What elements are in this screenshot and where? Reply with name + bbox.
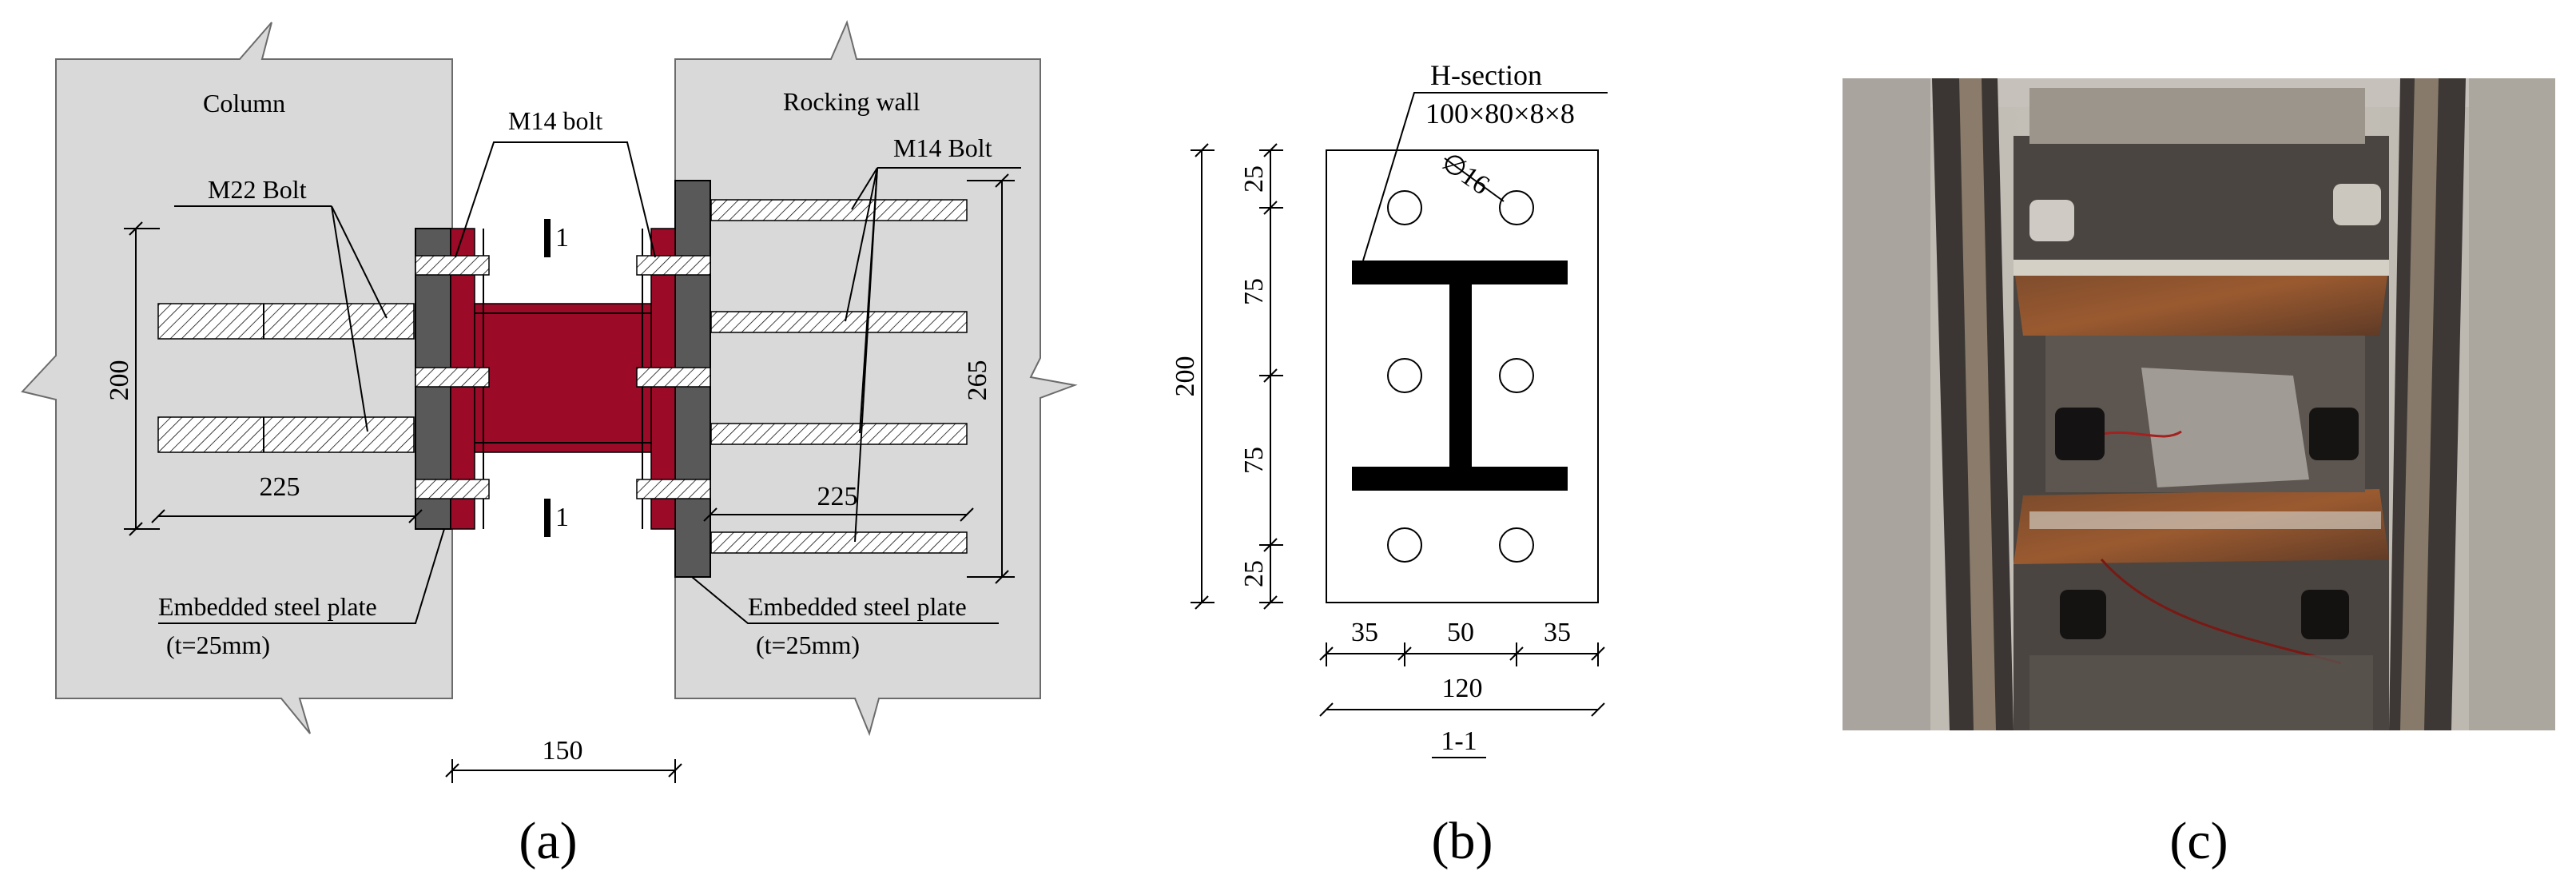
section-title: 1-1 <box>1441 726 1477 756</box>
h-section-web <box>474 303 652 453</box>
column-label: Column <box>203 89 285 117</box>
caption-c: (c) <box>2169 812 2228 870</box>
dim-150-text: 150 <box>543 736 583 766</box>
dim-200-left <box>124 221 160 536</box>
bolt-hole <box>1499 527 1534 563</box>
m14-bolts-end-plate-right <box>636 255 711 499</box>
m22-bolt-label: M22 Bolt <box>208 175 307 204</box>
hole-label-leader <box>1444 157 1505 202</box>
section-mark-bottom: 1 <box>555 503 569 532</box>
dim-225-right-text: 225 <box>817 482 858 511</box>
rocking-wall-label: Rocking wall <box>783 87 920 116</box>
caption-a: (a) <box>519 812 577 870</box>
section-mark-top: 1 <box>555 223 569 253</box>
dim-left-segments <box>1259 143 1283 610</box>
dim-bottom-segments <box>1319 642 1605 666</box>
dim-225-left-text: 225 <box>260 472 300 502</box>
thickness-right-label: (t=25mm) <box>756 630 860 659</box>
embedded-plate-right-leader <box>691 576 999 624</box>
bolt-hole <box>1387 527 1422 563</box>
embedded-plate-right-label: Embedded steel plate <box>748 592 967 621</box>
bolt-hole <box>1387 190 1422 225</box>
dim-25-top: 25 <box>1239 165 1269 193</box>
dim-150 <box>445 759 682 783</box>
caption-b: (b) <box>1432 812 1493 870</box>
dim-225-left <box>151 509 423 523</box>
dim-75-bottom: 75 <box>1239 447 1269 474</box>
dim-35-left: 35 <box>1351 618 1378 647</box>
h-section-label: H-section <box>1430 59 1542 91</box>
rocking-wall-block <box>674 19 1078 737</box>
dim-25-bottom: 25 <box>1239 560 1269 587</box>
bolt-hole <box>1499 190 1534 225</box>
dim-75-top: 75 <box>1239 278 1269 305</box>
dim-120: 120 <box>1442 674 1483 703</box>
m22-bolt-lower <box>157 416 415 453</box>
h-web <box>1449 284 1472 467</box>
dim-50: 50 <box>1447 618 1474 647</box>
bolt-hole <box>1499 358 1534 393</box>
m14-bolt-right-2 <box>710 311 968 333</box>
m14-bolt-label: M14 bolt <box>508 106 602 135</box>
m14-bolt-right-label: M14 Bolt <box>893 133 992 162</box>
panel-c-photo <box>1843 78 2555 730</box>
h-section-size: 100×80×8×8 <box>1425 97 1575 129</box>
column-block <box>21 22 453 734</box>
h-flange-top <box>1352 261 1568 284</box>
thickness-left-label: (t=25mm) <box>166 630 270 659</box>
m14-bolts-end-plate-left <box>415 255 490 499</box>
dim-35-right: 35 <box>1544 618 1571 647</box>
m14-bolt-right-1 <box>710 199 968 221</box>
h-flange-bottom <box>1352 467 1568 491</box>
embedded-plate-left-label: Embedded steel plate <box>158 592 377 621</box>
panel-a: 1 1 Column Rocking wall M14 bolt M22 Bol… <box>21 19 1078 783</box>
dim-bottom-total <box>1319 702 1605 717</box>
dim-200-b: 200 <box>1171 356 1200 397</box>
m14-bolt-right-3 <box>710 423 968 445</box>
dim-225-right <box>703 507 974 522</box>
section-mark-top-bar <box>544 219 551 257</box>
m14-bolt-leader <box>455 141 656 258</box>
m22-bolt-upper <box>157 303 415 340</box>
dim-200-left-text: 200 <box>105 360 134 401</box>
dim-265 <box>967 173 1015 584</box>
h-section-leader <box>1362 92 1608 261</box>
dim-265-text: 265 <box>963 360 992 401</box>
embedded-plate-left-leader <box>158 528 445 624</box>
dim-left-total <box>1191 143 1214 610</box>
m14-bolt-right-4 <box>710 531 968 554</box>
bolt-holes <box>1387 190 1534 563</box>
panel-b: ∅16 H-section 100×80×8×8 25 75 <box>1171 59 1608 758</box>
section-mark-bottom-bar <box>544 499 551 537</box>
bolt-hole <box>1387 358 1422 393</box>
